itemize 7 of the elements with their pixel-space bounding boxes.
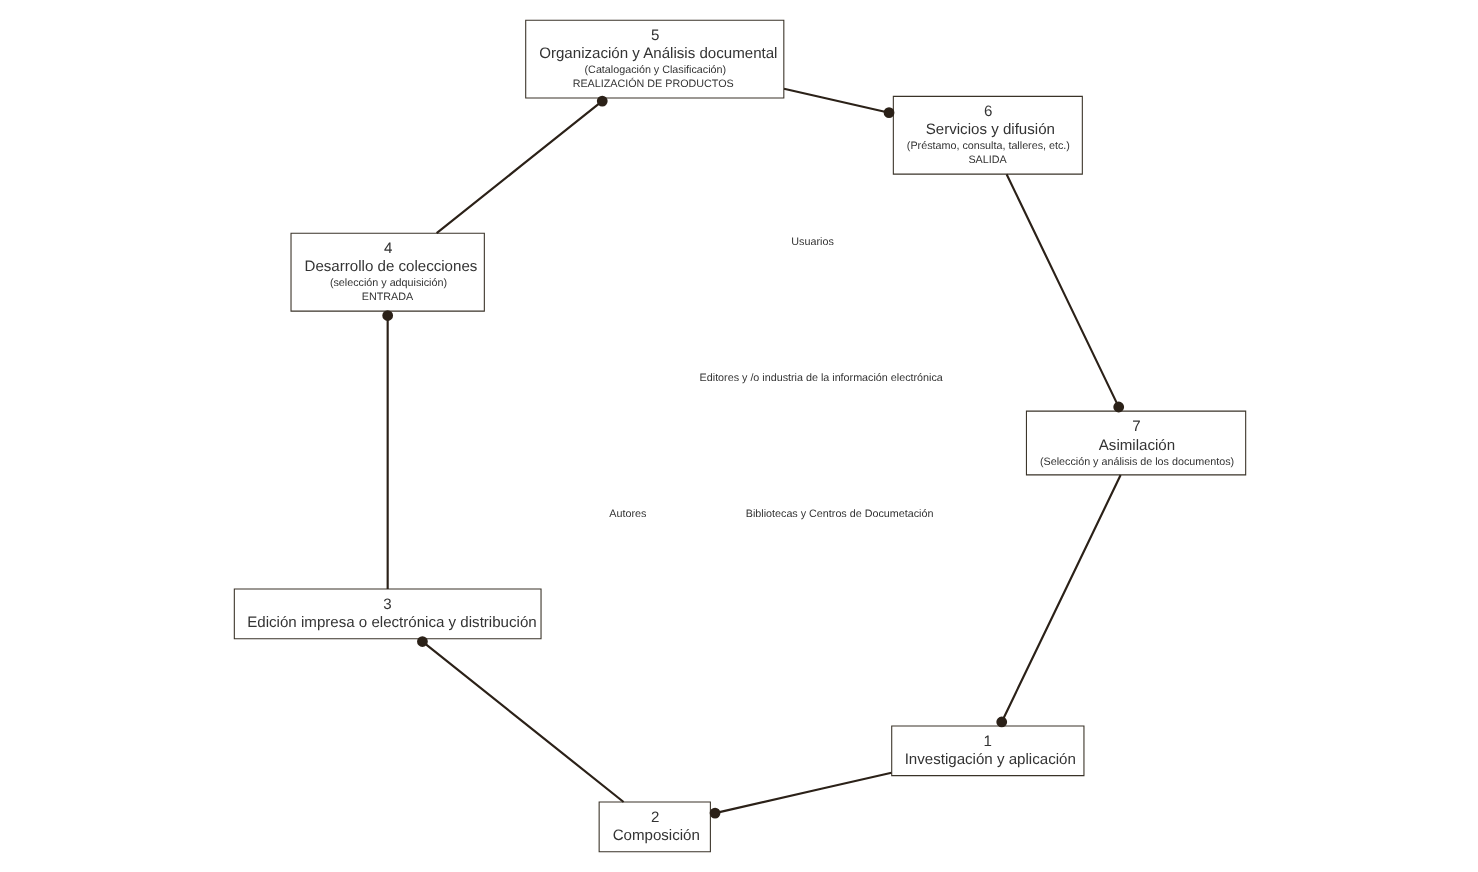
connector: [782, 87, 894, 119]
connector: [1004, 173, 1124, 413]
connector: [381, 310, 393, 589]
connector: [416, 636, 624, 803]
connector: [995, 474, 1121, 728]
connector: [708, 771, 891, 819]
connector: [435, 95, 607, 234]
